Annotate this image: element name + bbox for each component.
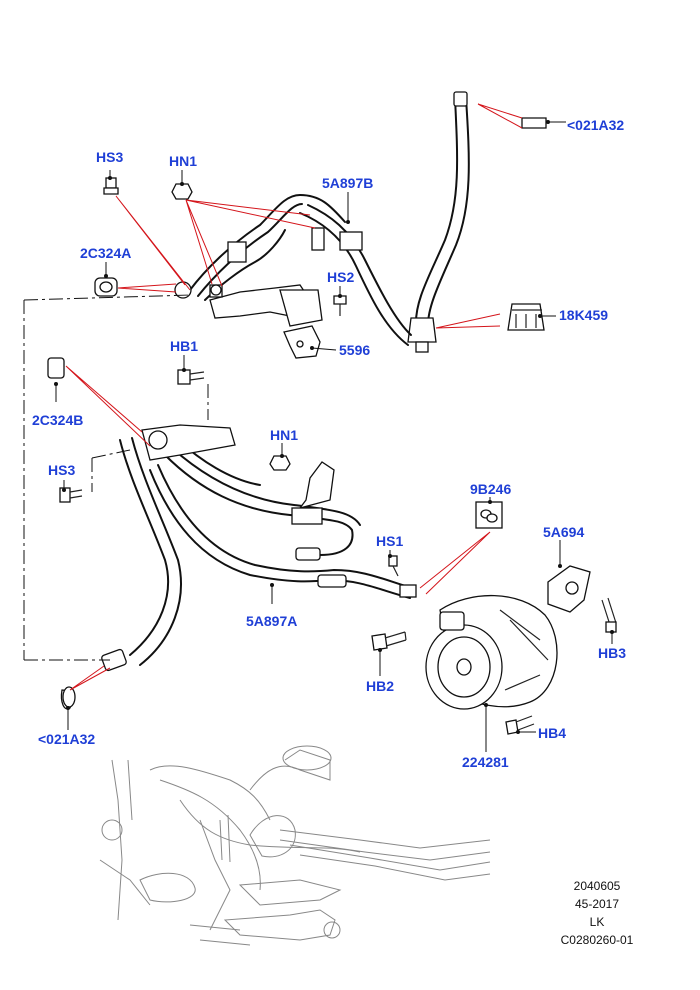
label-224281[interactable]: 224281: [462, 754, 509, 770]
part-labels: <021A32 HS3 HN1 5A897B 2C324A HS2 18K459…: [32, 117, 626, 770]
reference-line-4: C0280260-01: [561, 933, 634, 947]
label-hs2[interactable]: HS2: [327, 269, 354, 285]
label-hs3-mid[interactable]: HS3: [48, 462, 75, 478]
cap-021a32-top-part: [521, 117, 547, 129]
reference-block: 2040605 45-2017 LK C0280260-01: [561, 879, 634, 947]
reference-line-3: LK: [590, 915, 605, 929]
bolts-pump: [371, 555, 617, 735]
grommet-2c324a-part: [94, 277, 118, 297]
label-hb2[interactable]: HB2: [366, 678, 394, 694]
callout-lines: [65, 103, 523, 691]
label-hb1[interactable]: HB1: [170, 338, 198, 354]
fasteners-mid: [47, 357, 291, 710]
label-hs3-top[interactable]: HS3: [96, 149, 123, 165]
label-18k459[interactable]: 18K459: [559, 307, 608, 323]
label-hb4[interactable]: HB4: [538, 725, 566, 741]
label-021a32-bottom[interactable]: <021A32: [38, 731, 95, 747]
pressure-hose-assembly-5a897a: [101, 424, 417, 672]
orings-9b246-part: [475, 501, 503, 529]
bracket-5596-part: [283, 325, 321, 359]
label-hb3[interactable]: HB3: [598, 645, 626, 661]
bracket-5a694-part: [547, 565, 591, 613]
label-9b246[interactable]: 9B246: [470, 481, 511, 497]
label-5a694[interactable]: 5A694: [543, 524, 584, 540]
nut-hn1-top-part: [171, 183, 193, 200]
leader-lines: [54, 120, 614, 752]
clamp-18k459-part: [507, 303, 545, 331]
screw-hs3-top-part: [103, 177, 119, 195]
label-5596[interactable]: 5596: [339, 342, 370, 358]
label-hn1-top[interactable]: HN1: [169, 153, 197, 169]
reference-line-2: 45-2017: [575, 897, 619, 911]
return-hose-upper: [299, 91, 470, 353]
grouping-lines: [23, 294, 209, 661]
label-hs1[interactable]: HS1: [376, 533, 403, 549]
label-021a32-top[interactable]: <021A32: [567, 117, 624, 133]
upper-pipe-bracket-assembly: [174, 194, 363, 327]
vehicle-location-overview: [99, 745, 491, 946]
reference-line-1: 2040605: [574, 879, 621, 893]
power-steering-pump-224281: [425, 594, 558, 710]
label-2c324a[interactable]: 2C324A: [80, 245, 131, 261]
label-hn1-mid[interactable]: HN1: [270, 427, 298, 443]
screw-hs2-part: [333, 295, 347, 316]
label-5a897b[interactable]: 5A897B: [322, 175, 373, 191]
label-2c324b[interactable]: 2C324B: [32, 412, 83, 428]
label-5a897a[interactable]: 5A897A: [246, 613, 297, 629]
